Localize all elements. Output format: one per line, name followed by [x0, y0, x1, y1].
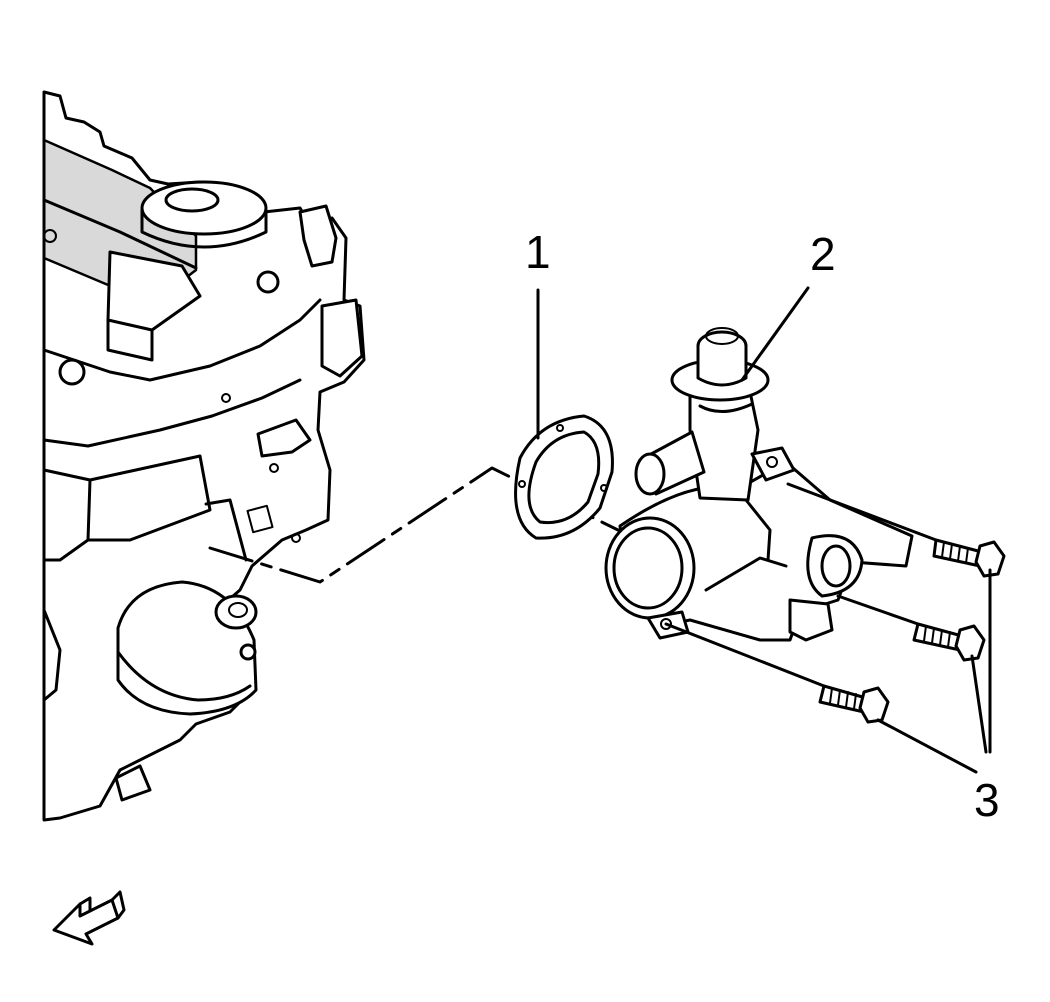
gasket [514, 414, 614, 540]
bolt-upper [786, 482, 1006, 578]
thermostat-housing [604, 327, 914, 642]
callout-2-leader [740, 286, 810, 382]
oil-filter-housing [116, 580, 258, 716]
callout-1-label: 1 [525, 226, 551, 278]
bolt-lower [664, 622, 890, 724]
sensor-detail [114, 764, 152, 802]
callout-3-label: 3 [974, 774, 1000, 826]
callout-3-leaders [876, 568, 992, 774]
callout-2-label: 2 [810, 228, 836, 280]
bolt-middle [836, 594, 986, 662]
front-direction-arrow-icon [52, 890, 126, 946]
